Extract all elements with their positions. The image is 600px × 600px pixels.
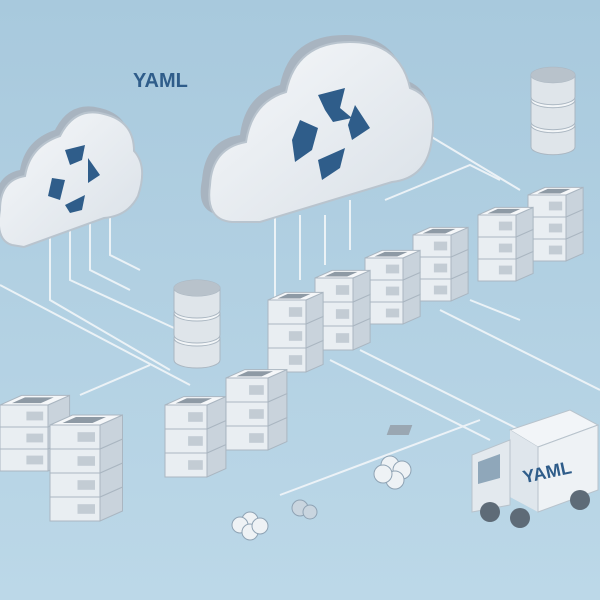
server-rack: [164, 395, 227, 478]
cloud-small: [0, 106, 144, 249]
cloud-large: [200, 35, 434, 223]
server-rack: [364, 249, 421, 325]
server-rack: [314, 269, 371, 351]
gear-flower-icon: [231, 455, 412, 541]
server-rack: [412, 226, 469, 302]
database-icon: [173, 279, 221, 369]
server-rack: [267, 291, 324, 373]
delivery-truck: YAML: [386, 409, 600, 528]
recycle-arrows-icon: [292, 88, 370, 180]
server-rack: [49, 414, 123, 522]
recycle-arrows-icon: [48, 145, 100, 213]
connection-lines: [0, 129, 600, 496]
server-rack: [225, 368, 288, 451]
database-icon: [530, 66, 576, 156]
server-rack: [527, 186, 584, 262]
server-rack: [477, 206, 534, 282]
yaml-heading: YAML: [133, 70, 188, 92]
